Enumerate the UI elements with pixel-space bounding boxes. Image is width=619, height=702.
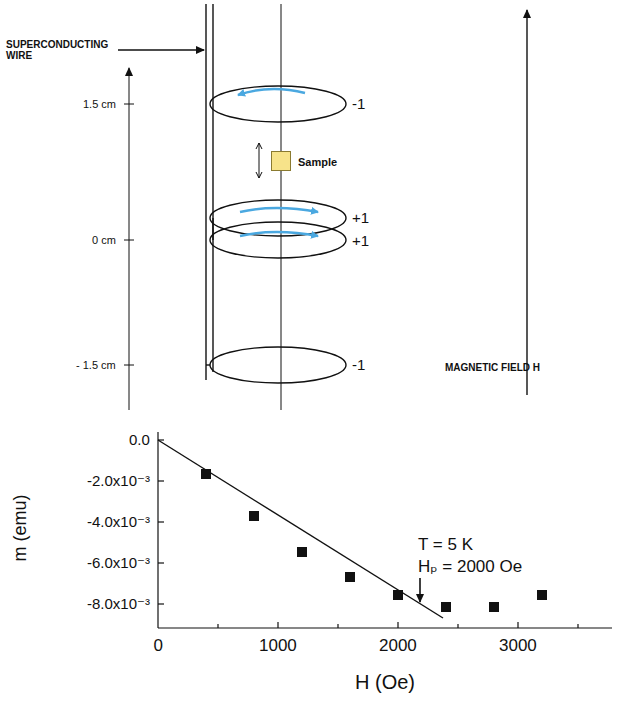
data-points <box>201 469 547 612</box>
dimension: 0 cm <box>92 234 116 246</box>
tick-label: 0.0 <box>129 432 150 449</box>
axis-title: MAGNETIC FIELD H <box>445 362 540 373</box>
field-arrow <box>526 10 527 395</box>
tick-label: 1000 <box>259 637 297 656</box>
tick-label: -4.0x10⁻³ <box>87 514 150 531</box>
superconducting-wire <box>206 4 213 380</box>
dimension: - 1.5 cm <box>76 359 116 371</box>
tick-label: -6.0x10⁻³ <box>87 555 150 572</box>
part-label: SUPERCONDUCTING WIRE <box>6 39 106 61</box>
tick-label: 3000 <box>499 637 537 656</box>
chart-axes <box>158 432 612 628</box>
position-axis <box>124 68 134 410</box>
tick-label: 0 <box>154 637 163 656</box>
sample-label: Sample <box>298 156 337 168</box>
tick-label: 2000 <box>379 637 417 656</box>
sample-box: Sample <box>271 151 291 171</box>
axis-title: m (emu) <box>10 494 30 561</box>
coil-sign: +1 <box>352 233 369 250</box>
coil-sign: -1 <box>352 96 365 113</box>
fit-line <box>158 440 443 618</box>
tick-label: -2.0x10⁻³ <box>87 473 150 490</box>
leader-arrow <box>118 49 204 51</box>
annotation: Hₚ = 2000 Oe <box>418 558 522 577</box>
tick-label: -8.0x10⁻³ <box>87 596 150 613</box>
pickup-coils <box>206 86 346 383</box>
coil-sign: -1 <box>352 357 365 374</box>
annotation: T = 5 K <box>418 536 473 555</box>
coil-sign: +1 <box>352 210 369 227</box>
pointer-arrow <box>419 578 421 602</box>
axis-title: H (Oe) <box>355 671 415 693</box>
motion-arrow <box>259 143 260 178</box>
dimension: 1.5 cm <box>83 98 116 110</box>
